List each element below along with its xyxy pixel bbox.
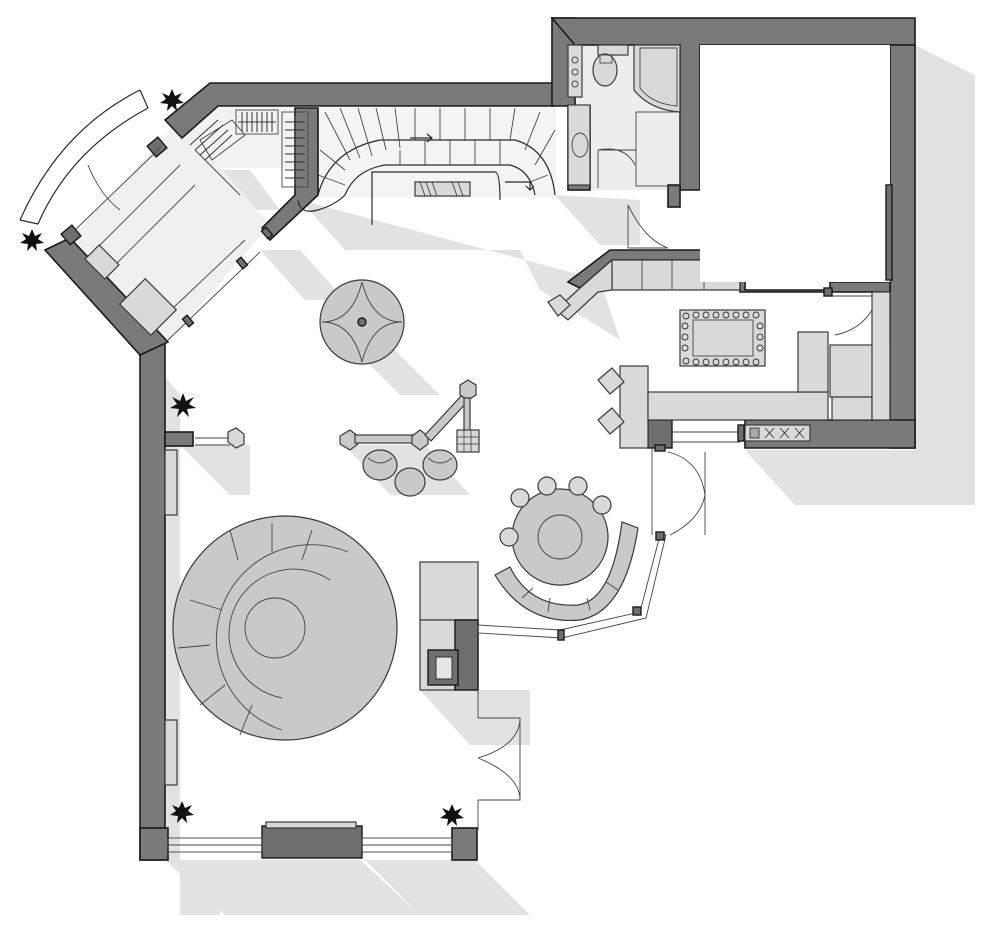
desk <box>339 379 480 497</box>
dining-table <box>494 476 639 622</box>
plant-icon <box>20 229 44 251</box>
balcony <box>19 89 261 341</box>
plant-icon <box>170 801 194 823</box>
windows <box>164 427 667 853</box>
arrow-icon <box>410 133 433 143</box>
plants <box>20 89 464 826</box>
doors <box>477 448 706 830</box>
bathroom <box>567 44 681 249</box>
plant-icon <box>440 804 464 826</box>
plant-icon <box>170 393 196 417</box>
sink-icon <box>567 104 591 186</box>
round-coffee-table <box>319 279 405 365</box>
toilet-icon <box>592 44 629 87</box>
hardware <box>181 226 833 452</box>
plant-icon <box>160 89 184 111</box>
right-room <box>700 45 893 282</box>
circular-sofa <box>172 515 398 741</box>
staircase <box>297 107 556 225</box>
fireplace <box>419 561 479 691</box>
wardrobe <box>189 109 309 188</box>
